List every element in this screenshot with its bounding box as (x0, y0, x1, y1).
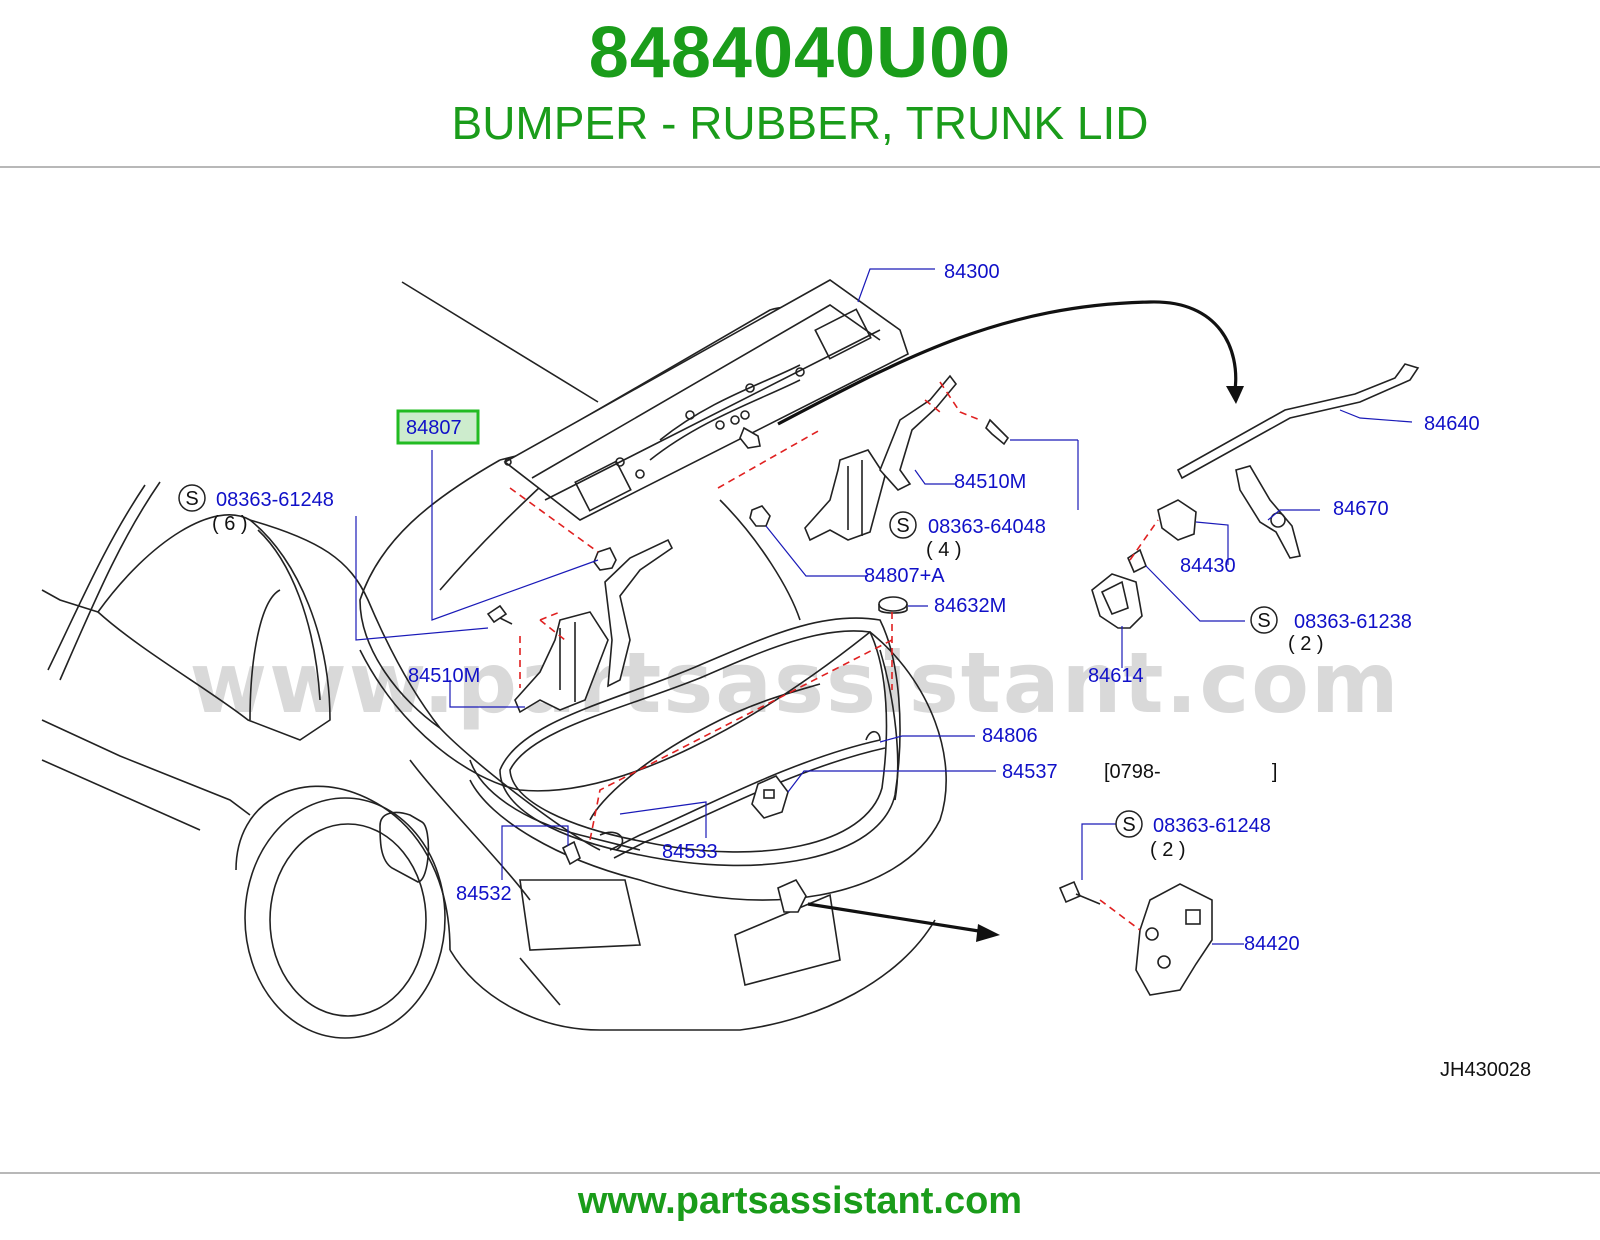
bolt-qty: ( 4 ) (926, 539, 962, 561)
label-84807a: 84807+A (864, 565, 945, 587)
label-84510m-right: 84510M (954, 471, 1026, 493)
trunk-actuator-part (1127, 499, 1197, 574)
car-body-outline (41, 281, 947, 1039)
label-84614: 84614 (1088, 665, 1144, 687)
bolt-callout-2: S 08363-64048 ( 4 ) (889, 511, 1046, 561)
trunk-lid-inner-panel (503, 279, 909, 521)
label-84532: 84532 (456, 883, 512, 905)
label-84537: 84537 (1002, 761, 1058, 783)
footer-divider (0, 1172, 1600, 1174)
label-84670: 84670 (1333, 498, 1389, 520)
bolt-symbol: S (185, 488, 198, 510)
bolt-symbol: S (1122, 814, 1135, 836)
label-84430: 84430 (1180, 555, 1236, 577)
part-description: BUMPER - RUBBER, TRUNK LID (451, 97, 1149, 149)
label-84632m: 84632M (934, 595, 1006, 617)
label-84510m-left: 84510M (408, 665, 480, 687)
cover-84532-part (561, 840, 581, 866)
right-hinge-part (804, 374, 958, 542)
trunk-latch-part (777, 878, 807, 913)
bolt-callout-1: S 08363-61248 ( 6 ) (178, 484, 334, 535)
label-84806: 84806 (982, 725, 1038, 747)
rubber-bumper-a-part (749, 505, 771, 527)
trunk-striker-part (1058, 880, 1213, 996)
page-header: 8484040U00 BUMPER - RUBBER, TRUNK LID (0, 0, 1600, 168)
bolt-code: 08363-61248 (1153, 815, 1271, 837)
header-divider (0, 166, 1600, 168)
torsion-bar-part (1176, 363, 1420, 480)
assembly-lines (509, 381, 1159, 931)
left-hinge-bolt (486, 604, 513, 625)
bolt-symbol: S (1257, 610, 1270, 632)
date-range-label: [0798- ] (1104, 761, 1277, 783)
part-number-title: 8484040U00 (588, 13, 1012, 93)
bolt-qty: ( 2 ) (1150, 839, 1186, 861)
cable-bracket-part (751, 775, 789, 819)
footer-url[interactable]: www.partsassistant.com (577, 1180, 1023, 1222)
bolt-callout-4: S 08363-61248 ( 2 ) (1115, 810, 1271, 861)
right-hinge-bolt (985, 418, 1010, 446)
label-84420: 84420 (1244, 933, 1300, 955)
bolt-code: 08363-61248 (216, 489, 334, 511)
label-leaders (355, 268, 1413, 945)
left-hinge-part (514, 538, 674, 714)
label-84533: 84533 (662, 841, 718, 863)
bolt-callout-3: S 08363-61238 ( 2 ) (1250, 606, 1412, 655)
bolt-qty: ( 2 ) (1288, 633, 1324, 655)
bolt-symbol: S (896, 515, 909, 537)
bolt-code: 08363-64048 (928, 516, 1046, 538)
opener-switch-part (1091, 573, 1143, 629)
rubber-bumper-part (593, 547, 617, 571)
label-84640: 84640 (1424, 413, 1480, 435)
release-cable-part (589, 683, 886, 859)
bolt-qty: ( 6 ) (212, 513, 248, 535)
cap-84632m-part (878, 596, 908, 614)
bolt-code: 08363-61238 (1294, 611, 1412, 633)
key-cylinder-part (1235, 465, 1301, 559)
label-84300: 84300 (944, 261, 1000, 283)
highlight-box (396, 409, 480, 445)
direction-arrows (777, 300, 1244, 942)
figure-code: JH430028 (1440, 1059, 1531, 1081)
label-84807-highlighted[interactable]: 84807 (406, 417, 462, 439)
